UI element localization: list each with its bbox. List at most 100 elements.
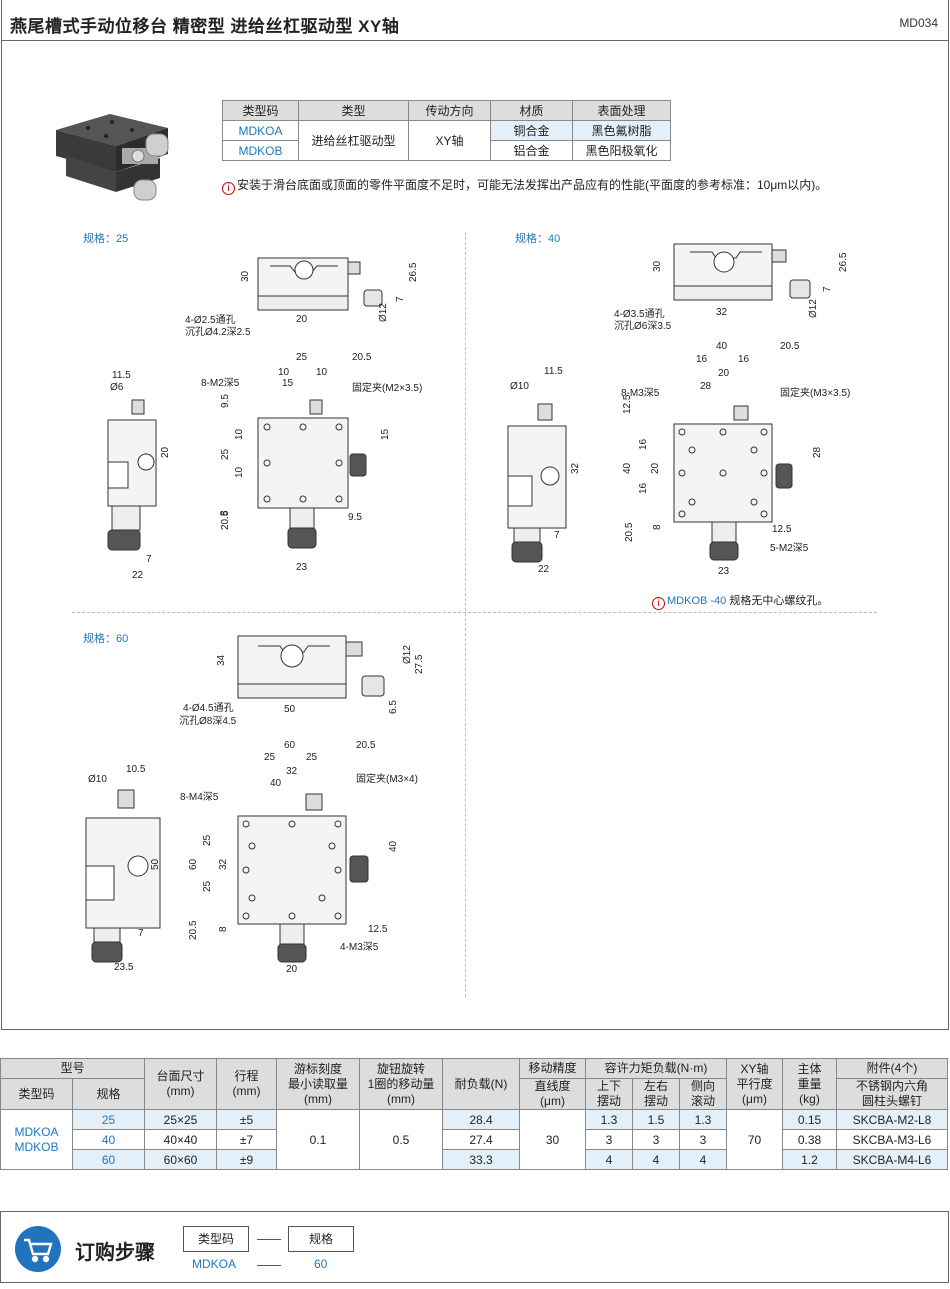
th-code: 类型码 (222, 100, 299, 121)
drawing-25-front (107, 399, 157, 551)
label-size-60: 规格：60 (83, 633, 129, 645)
page-title: 燕尾槽式手动位移台 精密型 进给丝杠驱动型 XY轴 (10, 17, 400, 36)
s40-dim-11: 16 (738, 354, 750, 365)
spec-load: 33.3 (442, 1149, 520, 1170)
warning-text: 安装于滑台底面或顶面的零件平面度不足时，可能无法发挥出产品应有的性能(平面度的参… (237, 178, 828, 192)
order-procedure: 订购步骤 类型码 规格 MDKOA 60 (0, 1211, 949, 1283)
spec-table-size: 60×60 (144, 1149, 217, 1170)
th-accuracy: 移动精度 (519, 1058, 586, 1079)
drawing-40-top (673, 405, 793, 561)
label-size-25: 规格：25 (83, 233, 129, 245)
s25-holes2: 沉孔Ø4.2深2.5 (185, 327, 251, 338)
drawing-60-side (237, 635, 385, 699)
s25-dim-13: 9.5 (220, 394, 231, 408)
spec-size: 25 (72, 1109, 145, 1130)
order-value-code: MDKOA (192, 1257, 237, 1271)
s60-dim-11: 25 (306, 752, 318, 763)
s60-dim-13: 40 (270, 778, 282, 789)
s25-dim-1: 26.5 (408, 262, 419, 282)
s40-dim-18: 16 (638, 482, 649, 494)
spec-size: 60 (72, 1149, 145, 1170)
th-direction: 传动方向 (408, 100, 491, 121)
s60-dim-12: 32 (286, 766, 298, 777)
s40-dim-0: 30 (652, 260, 663, 272)
s60-dim-1: Ø12 (402, 645, 413, 664)
s40-dim-4: 32 (716, 307, 728, 318)
s25-dim-0: 30 (240, 270, 251, 282)
s25-dim-12: 15 (282, 378, 294, 389)
spec-parallel: 70 (726, 1109, 783, 1170)
th-moment: 容许力矩负载(N·m) (585, 1058, 727, 1079)
s25-dim-19: 20.5 (220, 510, 231, 530)
spec-yaw: 3 (632, 1129, 680, 1150)
s40-dim-19: 28 (700, 381, 712, 392)
order-box-size: 规格 (288, 1226, 354, 1252)
th-material: 材质 (490, 100, 573, 121)
s40-holes2: 沉孔Ø6深3.5 (614, 321, 672, 332)
s60-dim-14: 40 (388, 840, 399, 852)
spec-stroke: ±9 (216, 1149, 277, 1170)
s25-dim-2: 7 (395, 296, 406, 302)
s25-dim-16: 10 (234, 466, 245, 478)
th-model: 型号 (0, 1058, 145, 1079)
direction-cell: XY轴 (408, 120, 491, 161)
s40-dim-13: 28 (812, 446, 823, 458)
th-table: 台面尺寸 (mm) (144, 1058, 217, 1110)
spec-vernier: 0.1 (276, 1109, 360, 1170)
spec-load: 27.4 (442, 1129, 520, 1150)
divider-vertical (465, 232, 466, 997)
s40-dim-14: 12.5 (622, 394, 633, 414)
s60-dim-7: 50 (150, 858, 161, 870)
s60-dim-8: 60 (284, 740, 296, 751)
technical-drawings (85, 243, 811, 963)
th-size: 规格 (72, 1078, 145, 1110)
s40-dim-17: 40 (622, 462, 633, 474)
spec-weight: 0.15 (782, 1109, 837, 1130)
product-photo (56, 114, 169, 201)
divider-horizontal (72, 612, 877, 613)
s60-dim-3: 6.5 (388, 700, 399, 714)
th-type: 类型 (298, 100, 409, 121)
s60-holes2: 沉孔Ø8深4.5 (179, 716, 237, 727)
s60-dim-10: 25 (264, 752, 276, 763)
s60-clamp: 固定夹(M3×4) (356, 774, 418, 785)
s60-dim-18: 25 (202, 880, 213, 892)
s60-dim-0: 34 (216, 654, 227, 666)
s60-dim-6: Ø10 (88, 774, 107, 785)
page-code: MD034 (899, 16, 938, 30)
s60-dim-16: 32 (218, 858, 229, 870)
spec-yaw: 4 (632, 1149, 680, 1170)
s25-dim-23: 22 (132, 570, 144, 581)
order-dash (257, 1239, 281, 1240)
s25-dim-15: 25 (220, 448, 231, 460)
s25-dim-8: 25 (296, 352, 308, 363)
s25-tap: 8-M2深5 (201, 378, 240, 389)
th-load: 耐负载(N) (442, 1058, 520, 1110)
s60-tap: 8-M4深5 (180, 792, 219, 803)
drawing-25-side (257, 257, 383, 311)
th-stroke: 行程 (mm) (216, 1058, 277, 1110)
s40-dim-8: 40 (716, 341, 728, 352)
s60-dim-15: 25 (202, 834, 213, 846)
material-al: 铝合金 (490, 140, 573, 161)
th-pitch: 上下 摆动 (585, 1078, 633, 1110)
spec-stroke: ±5 (216, 1109, 277, 1130)
s25-dim-7: 20 (160, 446, 171, 458)
s40-dim-15: 16 (638, 438, 649, 450)
spec-screw: SKCBA-M3-L6 (836, 1129, 948, 1150)
s40-dim-20: 8 (652, 524, 663, 530)
s40-dim-16: 20 (650, 462, 661, 474)
s60-dim-9: 20.5 (356, 740, 376, 751)
s25-dim-4: 20 (296, 314, 308, 325)
s40-holes1: 4-Ø3.5通孔 (614, 309, 665, 320)
info-icon: i (222, 182, 235, 195)
s60-dim-23: 23.5 (114, 962, 134, 973)
header-divider (1, 40, 949, 41)
s40-dim-1: 26.5 (838, 252, 849, 272)
s60-dim-22: 7 (138, 928, 144, 939)
spec-stroke: ±7 (216, 1129, 277, 1150)
s40-tap2: 5-M2深5 (770, 543, 809, 554)
spec-weight: 0.38 (782, 1129, 837, 1150)
